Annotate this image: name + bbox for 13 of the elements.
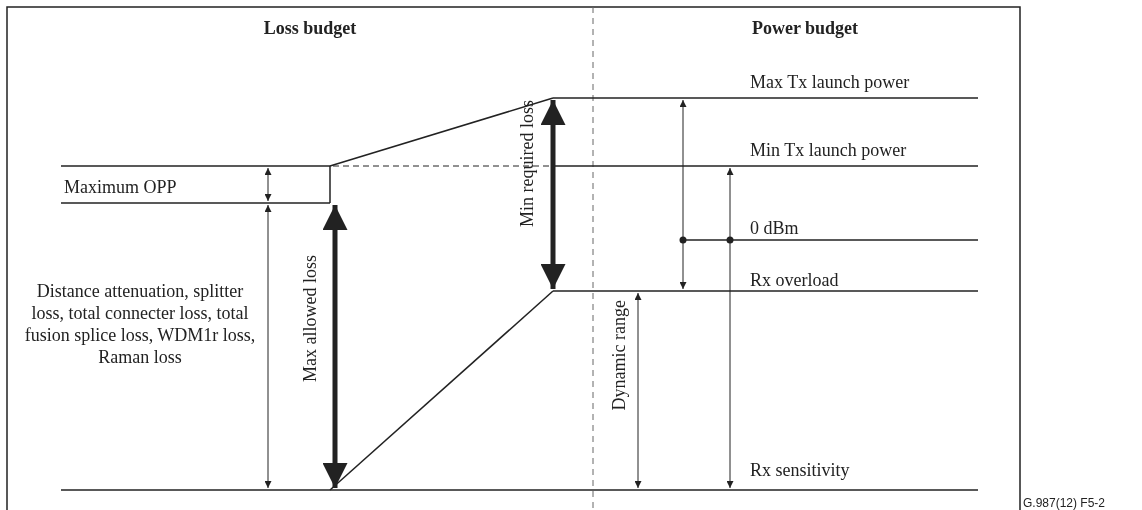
figure-number: G.987(12) F5-2 bbox=[1023, 496, 1106, 510]
dimension-label: Dynamic range bbox=[609, 300, 630, 411]
section-heading: Power budget bbox=[750, 18, 860, 39]
section-heading: Loss budget bbox=[262, 18, 358, 39]
dimension-label: Min required loss bbox=[517, 100, 538, 227]
level-label: 0 dBm bbox=[750, 218, 799, 239]
level-label: Maximum OPP bbox=[64, 177, 177, 198]
level-label: Rx sensitivity bbox=[750, 460, 850, 481]
loss-list-text: Distance attenuation, splitter loss, total connecter loss, total fusion splice loss, WDM1r loss, Raman loss bbox=[23, 280, 257, 368]
level-label: Max Tx launch power bbox=[750, 72, 910, 93]
level-label: Rx overload bbox=[750, 270, 839, 291]
dimension-label: Max allowed loss bbox=[300, 255, 321, 382]
level-label: Min Tx launch power bbox=[750, 140, 907, 161]
